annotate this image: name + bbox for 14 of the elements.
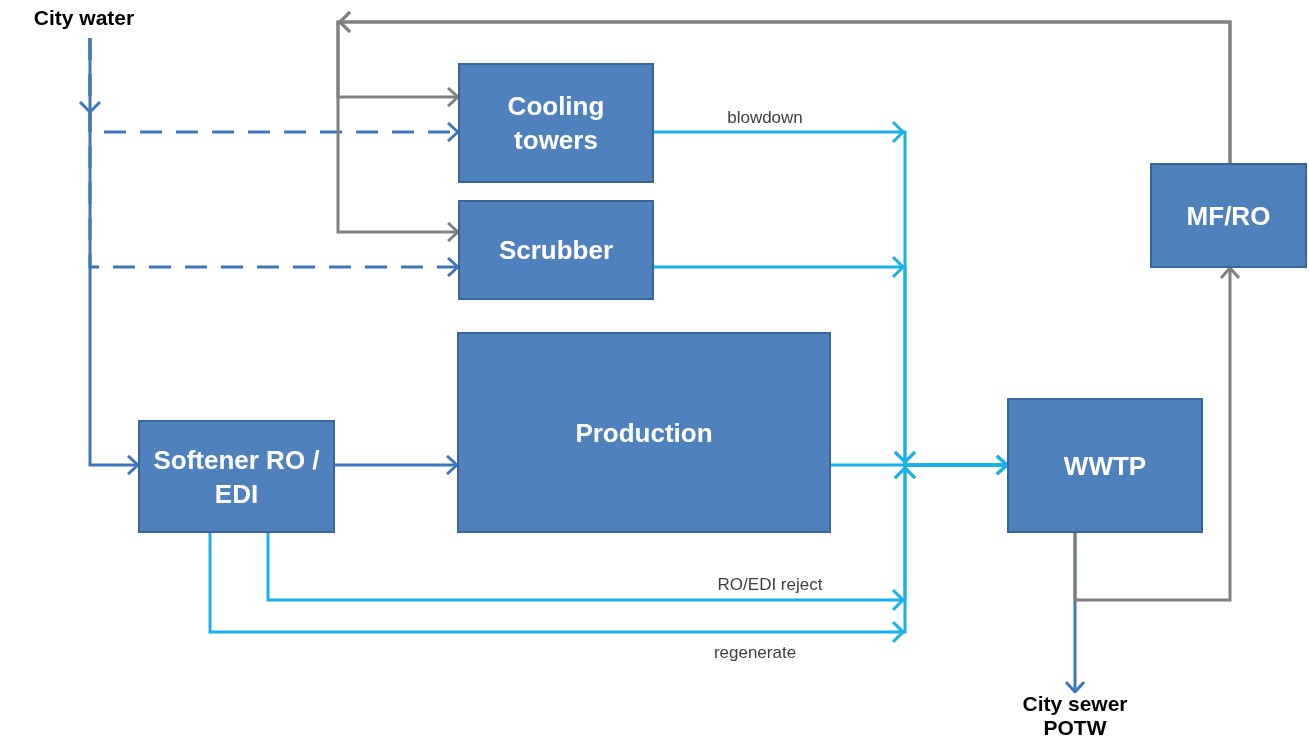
process-box: Production [457,332,831,533]
arrow [208,454,1009,644]
arrow [78,38,140,476]
arrow [335,454,459,476]
process-box: Scrubber [458,200,654,300]
process-box: Softener RO / EDI [138,420,335,533]
edge-label: RO/EDI reject [715,575,825,595]
arrow [1073,266,1241,602]
process-box: WWTP [1007,398,1203,533]
arrow [336,10,1232,243]
process-box: MF/RO [1150,163,1307,268]
flow-label: City sewer POTW [1000,692,1150,740]
process-box: Cooling towers [458,63,654,183]
flow-label: City water [14,6,154,38]
